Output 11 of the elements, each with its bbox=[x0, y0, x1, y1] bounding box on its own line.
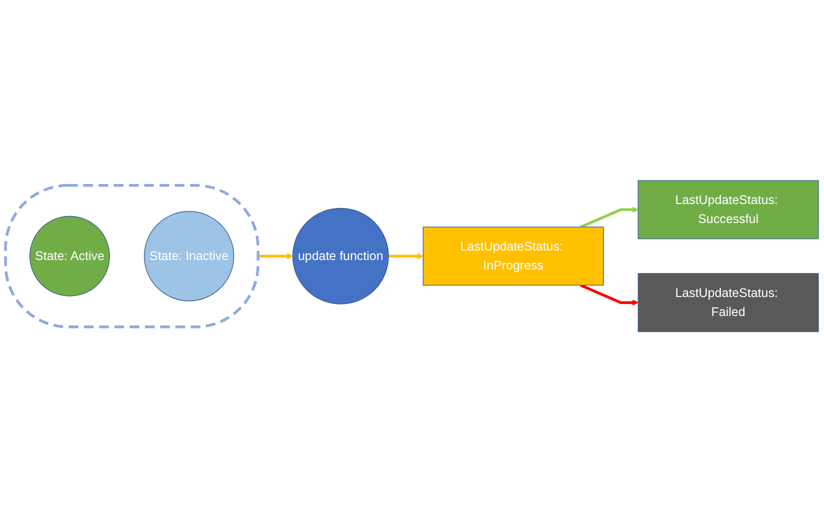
node-circle: State: Inactive bbox=[144, 210, 234, 302]
cluster bbox=[4, 184, 260, 328]
node-box: LastUpdateStatus: Successful bbox=[638, 180, 819, 239]
arrow bbox=[258, 252, 294, 260]
arrow bbox=[580, 206, 638, 228]
node-box: LastUpdateStatus: Failed bbox=[638, 272, 819, 332]
node-box: LastUpdateStatus: InProgress bbox=[422, 226, 604, 286]
arrow bbox=[580, 284, 638, 306]
node-circle: update function bbox=[292, 208, 389, 304]
arrow bbox=[388, 252, 424, 260]
node-circle: State: Active bbox=[29, 216, 110, 296]
